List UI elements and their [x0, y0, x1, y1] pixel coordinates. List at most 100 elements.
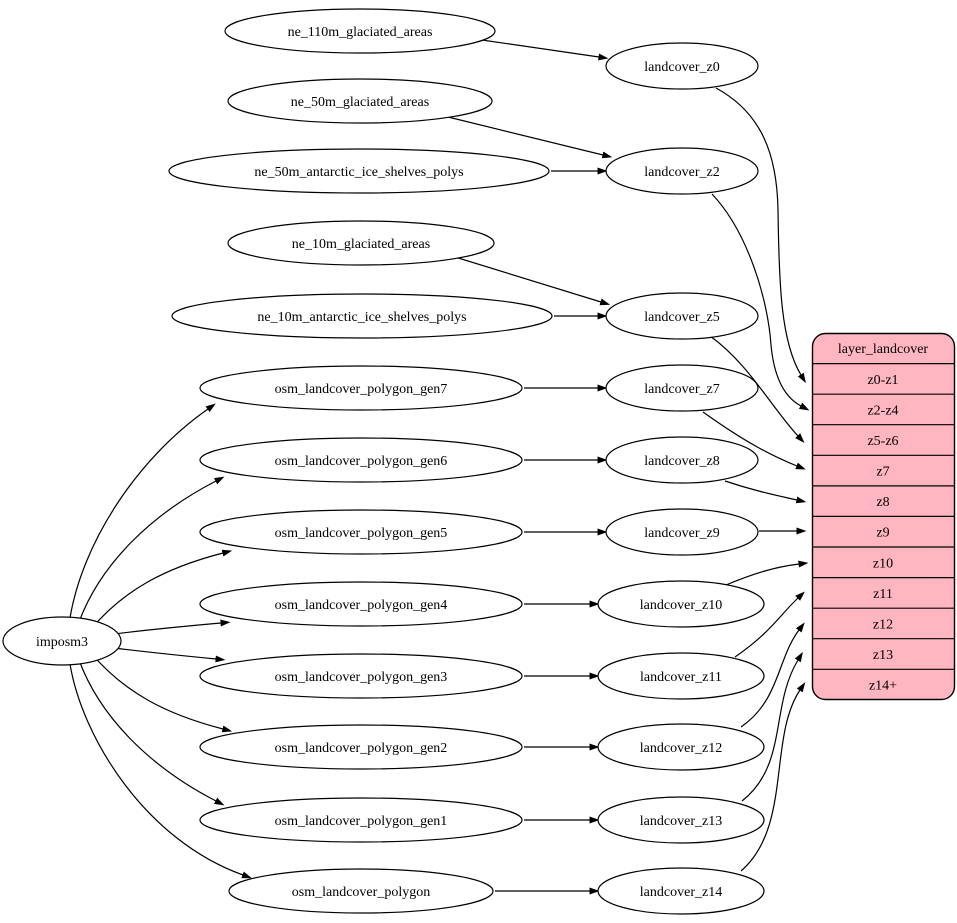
node-ellipse [168, 148, 550, 194]
edge-imposm3-to-osm_landcover_polygon_gen4 [113, 619, 231, 635]
layer-row-z8: z8 [876, 495, 889, 510]
node-osm_landcover_polygon_gen6: osm_landcover_polygon_gen6 [199, 437, 523, 483]
node-label: landcover_z8 [644, 454, 719, 469]
layer-row-z14plus: z14+ [869, 679, 897, 694]
node-ellipse [597, 796, 765, 844]
edge-imposm3-to-osm_landcover_polygon_gen1 [78, 659, 225, 806]
edge-imposm3-to-osm_landcover_polygon_gen7 [69, 403, 216, 619]
edge-landcover_z7-to-layer-row-z7 [702, 411, 806, 470]
node-label: ne_110m_glaciated_areas [288, 25, 433, 40]
node-ellipse [227, 220, 495, 266]
node-label: ne_50m_antarctic_ice_shelves_polys [254, 165, 463, 180]
edge-ne_10m_glaciated_areas-to-landcover_z5 [454, 256, 611, 306]
node-label: osm_landcover_polygon_gen3 [275, 670, 448, 685]
node-ellipse [605, 508, 759, 556]
node-landcover_z0: landcover_z0 [605, 42, 759, 90]
node-label: landcover_z2 [644, 165, 719, 180]
edge-imposm3-to-osm_landcover_polygon_gen3 [113, 647, 226, 663]
node-landcover_z11: landcover_z11 [597, 652, 765, 700]
node-ne_50m_glaciated_areas: ne_50m_glaciated_areas [227, 78, 493, 124]
node-imposm3: imposm3 [2, 616, 122, 666]
node-label: osm_landcover_polygon_gen7 [275, 382, 448, 397]
edge-imposm3-to-osm_landcover_polygon_gen5 [90, 549, 233, 630]
node-ellipse [228, 868, 494, 914]
edge-landcover_z14-to-layer-row-z14plus [740, 682, 806, 872]
edge-landcover_z2-to-layer-row-z2-z4 [711, 193, 810, 411]
node-ellipse [2, 616, 122, 666]
layer-row-z7: z7 [876, 465, 889, 480]
layer-row-z5-z6: z5-z6 [867, 434, 898, 449]
layer-row-z10: z10 [873, 557, 893, 572]
edge-imposm3-to-osm_landcover_polygon_gen2 [90, 652, 233, 733]
node-osm_landcover_polygon: osm_landcover_polygon [228, 868, 494, 914]
edge-landcover_z10-to-layer-row-z10 [725, 560, 809, 586]
node-ellipse [199, 509, 523, 555]
node-label: ne_10m_antarctic_ice_shelves_polys [257, 310, 466, 325]
edge-landcover_z0-to-layer-row-z0-z1 [715, 87, 806, 384]
node-label: osm_landcover_polygon_gen1 [275, 814, 448, 829]
node-landcover_z13: landcover_z13 [597, 796, 765, 844]
node-ellipse [597, 580, 765, 628]
node-label: landcover_z5 [644, 310, 719, 325]
node-label: osm_landcover_polygon_gen4 [275, 598, 448, 613]
layer-row-separators [812, 363, 955, 670]
layer-row-z0-z1: z0-z1 [867, 373, 898, 388]
node-label: landcover_z12 [640, 741, 722, 756]
edge-landcover_z8-to-layer-row-z8 [724, 480, 807, 504]
node-landcover_z5: landcover_z5 [605, 292, 759, 340]
node-label: landcover_z0 [644, 60, 719, 75]
edge-landcover_z5-to-layer-row-z5-z6 [709, 335, 805, 443]
node-landcover_z8: landcover_z8 [605, 436, 759, 484]
node-ellipse [605, 292, 759, 340]
node-label: osm_landcover_polygon_gen6 [275, 454, 448, 469]
node-ellipse [224, 8, 496, 54]
node-ellipse [597, 652, 765, 700]
edge-landcover_z12-to-layer-row-z12 [740, 622, 805, 728]
edge-imposm3-to-osm_landcover_polygon_gen6 [78, 476, 225, 623]
node-osm_landcover_polygon_gen2: osm_landcover_polygon_gen2 [199, 724, 523, 770]
layer-row-z12: z12 [873, 618, 893, 633]
edge-ne_50m_glaciated_areas-to-landcover_z2 [447, 116, 613, 159]
node-ellipse [199, 653, 523, 699]
node-ellipse [605, 42, 759, 90]
node-ellipse [199, 724, 523, 770]
node-label: osm_landcover_polygon [292, 885, 430, 900]
node-landcover_z14: landcover_z14 [597, 867, 765, 915]
node-landcover_z9: landcover_z9 [605, 508, 759, 556]
layer-title: layer_landcover [838, 342, 929, 357]
node-ellipse [199, 581, 523, 627]
node-ellipse [605, 147, 759, 195]
node-osm_landcover_polygon_gen7: osm_landcover_polygon_gen7 [199, 365, 523, 411]
layer-row-z11: z11 [873, 587, 893, 602]
node-ellipse [199, 437, 523, 483]
edge-landcover_z11-to-layer-row-z11 [734, 591, 805, 658]
node-ellipse [597, 867, 765, 915]
node-landcover_z7: landcover_z7 [605, 364, 759, 412]
node-ellipse [199, 365, 523, 411]
edge-ne_110m_glaciated_areas-to-landcover_z0 [481, 39, 609, 61]
node-label: ne_50m_glaciated_areas [291, 95, 429, 110]
node-label: landcover_z9 [644, 526, 719, 541]
node-layer_landcover: layer_landcover z0-z1 z2-z4 z5-z6 z7 z8 … [811, 332, 956, 701]
node-label: osm_landcover_polygon_gen5 [275, 526, 448, 541]
node-label: imposm3 [36, 635, 88, 650]
node-label: ne_10m_glaciated_areas [292, 237, 430, 252]
layer-row-z13: z13 [873, 648, 893, 663]
node-ellipse [597, 723, 765, 771]
node-ellipse [605, 436, 759, 484]
node-ne_50m_antarctic_ice_shelves_polys: ne_50m_antarctic_ice_shelves_polys [168, 148, 550, 194]
node-osm_landcover_polygon_gen1: osm_landcover_polygon_gen1 [199, 797, 523, 843]
node-ne_110m_glaciated_areas: ne_110m_glaciated_areas [224, 8, 496, 54]
layer-row-z9: z9 [876, 526, 889, 541]
node-osm_landcover_polygon_gen4: osm_landcover_polygon_gen4 [199, 581, 523, 627]
node-ellipse [199, 797, 523, 843]
edge-imposm3-to-osm_landcover_polygon [69, 663, 252, 879]
node-ne_10m_antarctic_ice_shelves_polys: ne_10m_antarctic_ice_shelves_polys [171, 293, 553, 339]
node-label: landcover_z10 [640, 598, 722, 613]
node-ellipse [227, 78, 493, 124]
node-landcover_z2: landcover_z2 [605, 147, 759, 195]
node-ellipse [171, 293, 553, 339]
node-label: landcover_z14 [640, 885, 722, 900]
